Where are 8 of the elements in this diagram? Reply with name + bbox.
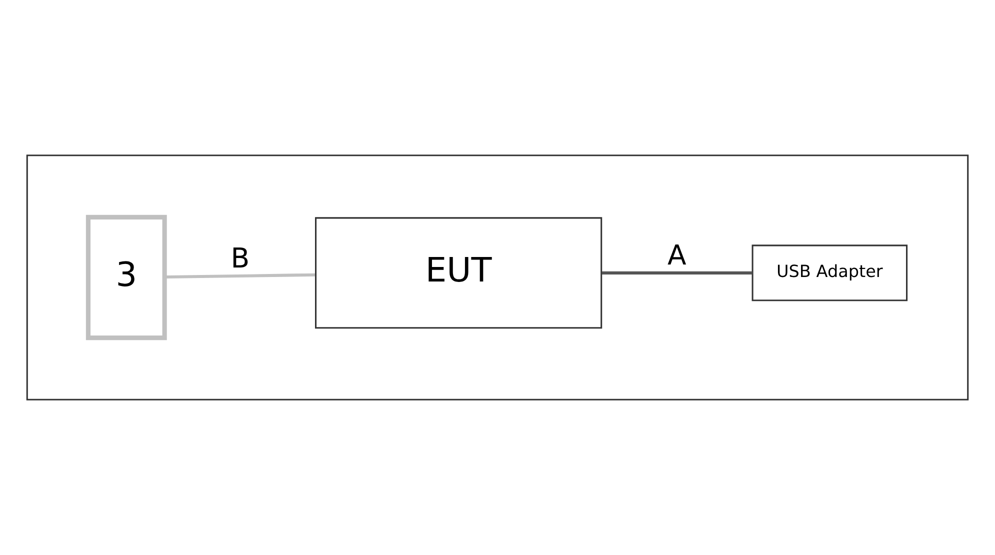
node-box: 3: [86, 214, 167, 340]
connector: [602, 271, 752, 274]
edge-label: B: [230, 242, 250, 274]
node-box: USB Adapter: [752, 244, 908, 302]
connector: [165, 273, 316, 278]
edge-label: A: [668, 239, 686, 272]
cluster: [26, 154, 969, 400]
node-box: EUT: [315, 217, 602, 329]
